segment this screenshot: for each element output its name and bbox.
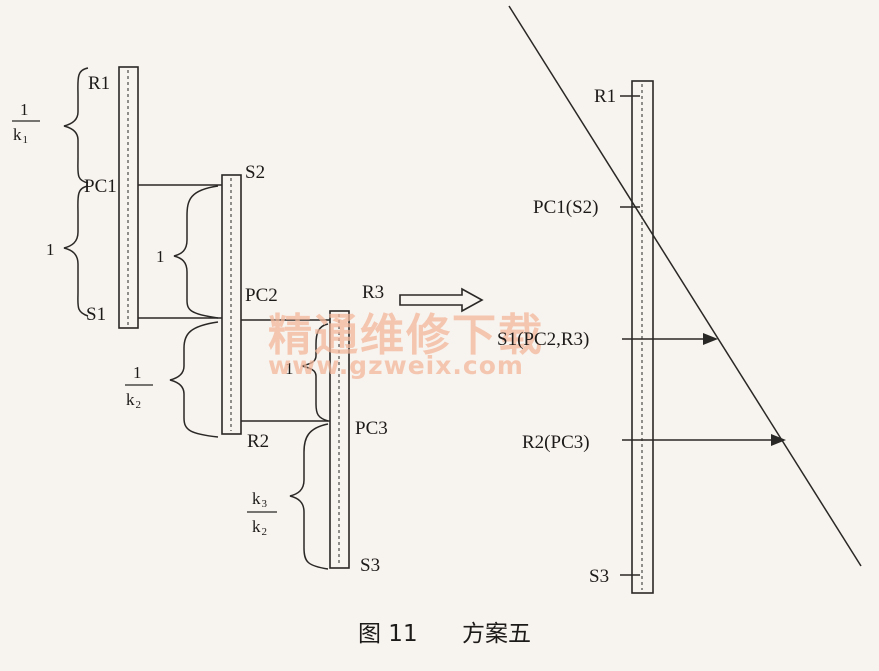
label-s2: S2	[245, 162, 265, 183]
brace-r3-pc3	[301, 323, 329, 422]
brace-pc1-s1	[63, 185, 89, 317]
frac-6-den-k: k	[252, 517, 261, 536]
watermark-chinese: 精通维修下载	[268, 310, 544, 361]
transform-arrow-icon	[399, 287, 484, 313]
label-s1: S1	[86, 304, 106, 325]
label-pc1: PC1	[84, 176, 117, 197]
frac-4-den: k2	[126, 390, 141, 411]
frac-5: 1	[285, 359, 294, 378]
frac-6-den: k2	[252, 517, 267, 538]
label-pc3: PC3	[355, 418, 388, 439]
frac-6-num: k3	[252, 489, 268, 510]
frac-1-num: 1	[20, 100, 29, 119]
label-r1: R1	[88, 73, 110, 94]
frac-1-den: k1	[13, 125, 28, 146]
speed-arrow-s1-head-icon	[703, 333, 718, 345]
speed-arrow-r2-head-icon	[771, 434, 786, 446]
brace-pc2-r2	[169, 321, 219, 438]
frac-1-den-k: k	[13, 125, 22, 144]
right-label-r1: R1	[594, 86, 616, 107]
right-label-s1-pc2-r3: S1(PC2,R3)	[497, 329, 589, 350]
caption-figure-number: 图 11	[358, 621, 418, 647]
frac-6-num-sub: 3	[262, 498, 268, 510]
watermark-url: www.gzweix.com	[268, 351, 524, 380]
right-label-pc1-s2: PC1(S2)	[533, 197, 598, 218]
brace-r1-pc1	[63, 67, 89, 184]
frac-3: 1	[156, 247, 165, 266]
frac-2: 1	[46, 240, 55, 259]
label-pc2: PC2	[245, 285, 278, 306]
right-label-r2-pc3: R2(PC3)	[522, 432, 590, 453]
caption-title: 方案五	[462, 621, 531, 647]
frac-1-den-sub: 1	[23, 134, 29, 146]
speed-line	[508, 5, 862, 567]
label-s3: S3	[360, 555, 380, 576]
frac-4-den-k: k	[126, 390, 135, 409]
frac-6-num-k: k	[252, 489, 261, 508]
bar-3	[329, 310, 350, 569]
frac-6-den-sub: 2	[262, 526, 268, 538]
label-r3: R3	[362, 282, 384, 303]
frac-4-num: 1	[133, 363, 142, 382]
right-label-s3: S3	[589, 566, 609, 587]
brace-s2-pc2	[173, 185, 219, 319]
label-r2: R2	[247, 431, 269, 452]
frac-4-den-sub: 2	[136, 399, 142, 411]
brace-pc3-s3	[289, 423, 329, 570]
